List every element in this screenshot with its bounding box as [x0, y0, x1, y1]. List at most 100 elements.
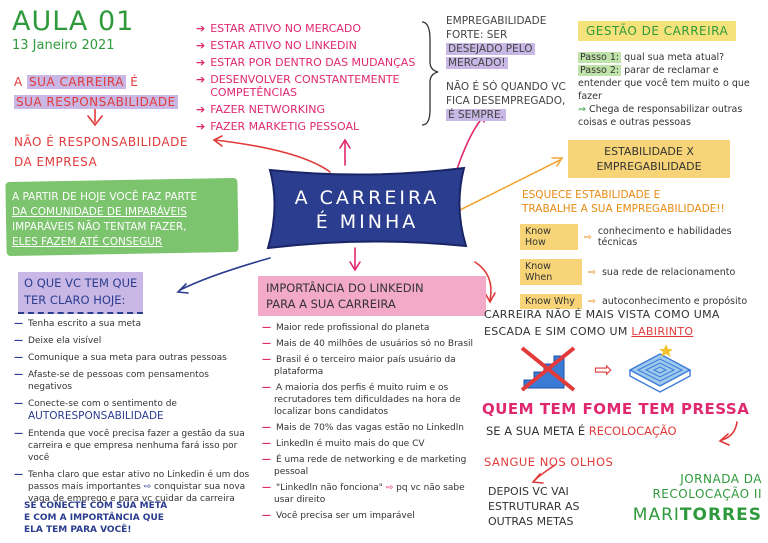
fome-title: QUEM TEM FOME TEM PRESSA	[482, 400, 750, 418]
page-date: 13 Janeiro 2021	[12, 38, 115, 53]
labirinto-line: ESCADA E SIM COMO UM	[484, 325, 628, 338]
emp-highlight: DESEJADO PELO	[446, 43, 535, 55]
estab-sub-line: TRABALHE A SUA EMPREGABILIDADE!!	[522, 203, 725, 215]
empregabilidade-note: EMPREGABILIDADE FORTE: SER DESEJADO PELO…	[446, 14, 566, 122]
imp-line: DA COMUNIDADE DE IMPARÁVEIS	[12, 206, 187, 218]
oque-footer-line: SE CONECTE COM SUA META	[24, 501, 168, 511]
emp-highlight: É SEMPRE.	[446, 109, 506, 121]
depois-line: ESTRUTURAR AS	[488, 500, 580, 513]
labirinto-word: LABIRINTO	[631, 325, 694, 338]
know-tag: Know How	[520, 224, 578, 250]
estab-sub-line: ESQUECE ESTABILIDADE E	[522, 189, 661, 201]
linkedin-title-line: PARA A SUA CARREIRA	[266, 297, 396, 311]
action-item: ESTAR ATIVO NO MERCADO	[210, 22, 362, 35]
oque-item: Tenha claro que estar ativo no Linkedin …	[28, 470, 250, 492]
linkedin-item: Brasil é o terceiro maior país usuário d…	[274, 355, 456, 377]
page-title: AULA 01	[12, 6, 135, 37]
meta-line: SE A SUA META É RECOLOCAÇÃO	[486, 424, 677, 438]
gestao-note: Chega de responsabilizar outras coisas e…	[578, 104, 743, 128]
imparaveis-text: A PARTIR DE HOJE VOCÊ FAZ PARTE DA COMUN…	[12, 190, 238, 250]
passo1-tag: Passo 1:	[578, 52, 622, 63]
know-tag: Know When	[520, 259, 582, 285]
estab-subtitle: ESQUECE ESTABILIDADE E TRABALHE A SUA EM…	[522, 188, 725, 216]
meta-recolocacao: RECOLOCAÇÃO	[588, 424, 677, 438]
autoresponsabilidade: AUTORESPONSABILIDADE	[28, 410, 164, 422]
meta-text: SE A SUA META É	[486, 424, 586, 438]
resp-nao-empresa: NÃO É RESPONSABILIDADE	[14, 135, 188, 149]
oque-item: Afaste-se de pessoas com pensamentos neg…	[28, 370, 209, 392]
gestao-title: GESTÃO DE CARREIRA	[578, 21, 737, 41]
know-text: conhecimento e habilidades técnicas	[597, 226, 732, 248]
linkedin-title: IMPORTÂNCIA DO LINKEDIN PARA A SUA CARRE…	[258, 276, 486, 316]
gestao-carreira: GESTÃO DE CARREIRA Passo 1: qual sua met…	[578, 20, 760, 129]
passo2-text: parar de reclamar e entender que você te…	[578, 65, 750, 102]
depois-line: OUTRAS METAS	[488, 515, 574, 528]
central-title: A CARREIRA É MINHA	[262, 186, 472, 234]
arrow-icon: ⇨	[583, 231, 592, 243]
oque-item: Tenha escrito a sua meta	[28, 319, 142, 329]
linkedin-item: Mais de 70% das vagas estão no Linkedln	[276, 423, 464, 433]
oque-title: O QUE VC TEM QUE TER CLARO HOJE:	[18, 272, 144, 314]
action-item: ESTAR POR DENTRO DAS MUDANÇAS	[210, 56, 416, 69]
arrow-icon: ⇨	[143, 482, 152, 492]
know-list: Know How ⇨ conhecimento e habilidades técn…	[520, 224, 760, 309]
arrow-icon: ⇨	[594, 358, 613, 383]
emp-line: EMPREGABILIDADE	[446, 15, 547, 27]
top-action-list: ➔ESTAR ATIVO NO MERCADO ➔ESTAR ATIVO NO …	[196, 22, 424, 133]
labirinto-line: CARREIRA NÃO É MAIS VISTA COMO UMA	[484, 308, 720, 321]
action-item: FAZER MARKETIG PESSOAL	[210, 120, 360, 133]
linkedin-item: Mais de 40 milhões de usuários só no Bra…	[276, 339, 474, 349]
depois-block: DEPOIS VC VAI ESTRUTURAR AS OUTRAS METAS	[488, 484, 580, 529]
maze-icon	[628, 344, 692, 393]
oque-item: Entenda que você precisa fazer a gestão …	[28, 429, 245, 463]
central-banner	[266, 166, 468, 250]
imp-line: A PARTIR DE HOJE VOCÊ FAZ PARTE	[12, 191, 198, 203]
arrow-icon: ⇨	[385, 483, 394, 493]
action-item: FAZER NETWORKING	[210, 103, 325, 116]
career-responsibility: A SUA CARREIRA É SUA RESPONSABILIDADE NÃ…	[14, 72, 188, 172]
oque-footer-line: E COM A IMPORTÂNCIA QUE	[24, 513, 164, 523]
brand-name-a: MARI	[632, 505, 680, 525]
brand-line: RECOLOCAÇÃO II	[652, 487, 762, 501]
brand-name-b: TORRES	[679, 505, 762, 525]
linkedin-item: Maior rede profissional do planeta	[276, 323, 430, 333]
linkedin-title-line: IMPORTÂNCIA DO LINKEDIN	[266, 281, 424, 295]
action-item: ESTAR ATIVO NO LINKEDIN	[210, 39, 357, 52]
arrow-icon: ⇨	[588, 296, 596, 307]
know-text: autoconhecimento e propósito	[601, 296, 748, 307]
sangue-line: SANGUE NOS OLHOS	[484, 455, 614, 469]
estab-title-line: ESTABILIDADE X	[604, 145, 694, 158]
action-item: DESENVOLVER CONSTANTEMENTE COMPETÊNCIAS	[210, 73, 400, 99]
oque-item: conquistar sua nova vaga de emprego e pa…	[28, 482, 246, 504]
resp-da-empresa: DA EMPRESA	[14, 155, 98, 169]
resp-sua-carreira: SUA CARREIRA	[27, 75, 126, 89]
linkedin-list: —Maior rede profissional do planeta —Mai…	[262, 323, 474, 521]
linkedin-item: "Linkedln não fonciona"	[276, 483, 383, 493]
know-tag: Know Why	[520, 294, 582, 309]
oque-footer-line: ELA TEM PARA VOCÊ!	[24, 525, 132, 535]
oque-title-line: O QUE VC TEM QUE	[24, 276, 138, 290]
brand-block: JORNADA DA RECOLOCAÇÃO II MARITORRES	[632, 472, 762, 525]
staircase-crossed-icon	[520, 346, 576, 392]
estabilidade-title: ESTABILIDADE X EMPREGABILIDADE	[568, 140, 730, 178]
resp-e: É	[130, 75, 139, 89]
imp-line: ELES FAZEM ATÉ CONSEGUR	[12, 236, 163, 248]
oque-item: Conecte-se com o sentimento de	[28, 399, 177, 409]
linkedin-item: É uma rede de networking e de marketing …	[274, 455, 467, 477]
emp-highlight: MERCADO!	[446, 57, 508, 69]
oque-footer: SE CONECTE COM SUA META E COM A IMPORTÂN…	[24, 500, 167, 536]
oque-item: Deixe ela visível	[28, 336, 102, 346]
passo1-text: qual sua meta atual?	[624, 52, 725, 63]
resp-a: A	[14, 75, 23, 89]
central-line2: É MINHA	[315, 211, 419, 233]
oque-title-line: TER CLARO HOJE:	[24, 293, 126, 307]
arrow-icon: ⇨	[588, 266, 596, 278]
linkedin-item: LinkedIn é muito mais do que CV	[276, 439, 425, 449]
know-text: sua rede de relacionamento	[601, 266, 736, 278]
brand-line: JORNADA DA	[680, 472, 762, 486]
resp-sua-responsabilidade: SUA RESPONSABILIDADE	[14, 95, 178, 109]
emp-line: FORTE: SER	[446, 29, 508, 41]
linkedin-item: A maioria dos perfis é muito ruim e os r…	[274, 383, 461, 417]
linkedin-item: Você precisa ser um imparável	[276, 511, 415, 521]
linkedin-item: pq vc não sabe usar direito	[274, 483, 465, 505]
